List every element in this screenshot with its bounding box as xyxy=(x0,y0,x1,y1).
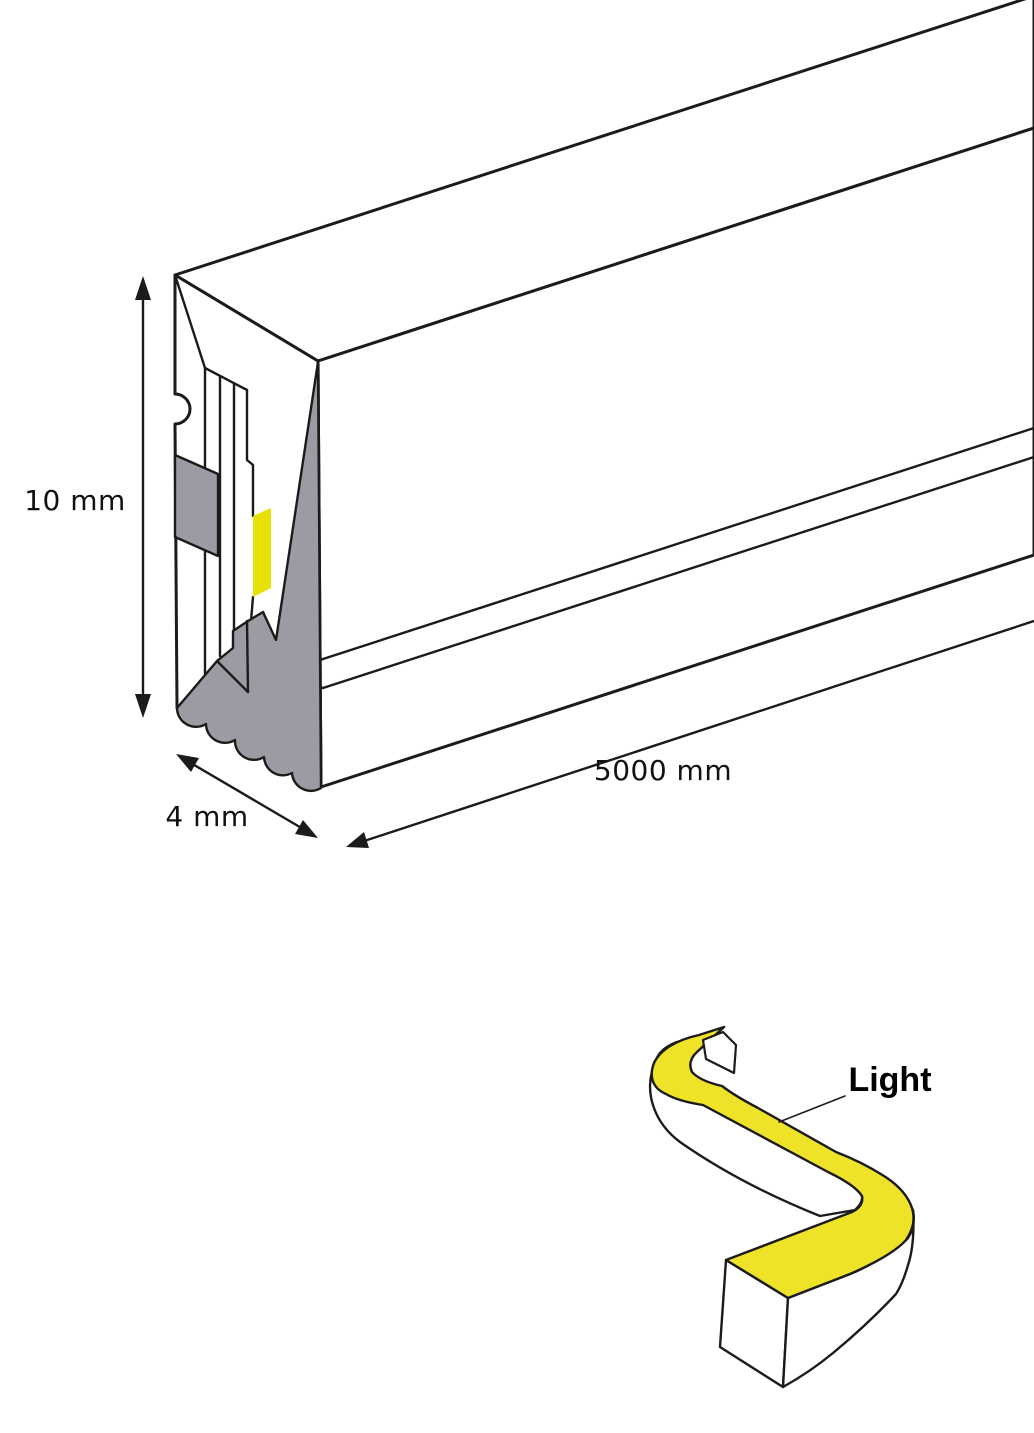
front-groove-top-line xyxy=(321,426,1034,661)
cross-section-wall-line-4 xyxy=(245,388,255,518)
bent-strip-figure: Light xyxy=(648,1025,932,1389)
front-groove-bottom-line xyxy=(321,455,1034,690)
height-arrowhead-down xyxy=(135,694,151,718)
cross-section-wall-line-5 xyxy=(249,595,255,623)
height-dimension-label: 10 mm xyxy=(24,484,126,517)
isometric-profile-figure: 10 mm 4 mm 5000 mm xyxy=(24,0,1034,848)
light-callout: Light xyxy=(778,1061,932,1123)
length-dimension: 5000 mm xyxy=(346,619,1034,848)
length-dimension-label: 5000 mm xyxy=(594,754,732,787)
depth-arrow-line xyxy=(182,757,312,835)
length-arrowhead xyxy=(346,832,369,848)
led-strip-cross-section xyxy=(253,508,271,597)
strip-light-surface xyxy=(650,1025,915,1300)
depth-dimension: 4 mm xyxy=(165,754,318,838)
cross-section-gray-body xyxy=(175,360,323,793)
height-arrowhead-up xyxy=(135,276,151,300)
depth-dimension-label: 4 mm xyxy=(165,800,248,833)
cross-section-step-edges xyxy=(215,619,250,694)
depth-arrowhead-left xyxy=(176,754,199,772)
length-arrow-line xyxy=(350,619,1034,847)
cross-section-left-gray-block xyxy=(173,453,220,558)
light-leader-line xyxy=(778,1095,846,1123)
height-dimension: 10 mm xyxy=(24,276,151,718)
strip-hook-end-face xyxy=(701,1030,738,1075)
depth-arrowhead-right xyxy=(295,820,318,838)
light-callout-label: Light xyxy=(848,1061,931,1099)
